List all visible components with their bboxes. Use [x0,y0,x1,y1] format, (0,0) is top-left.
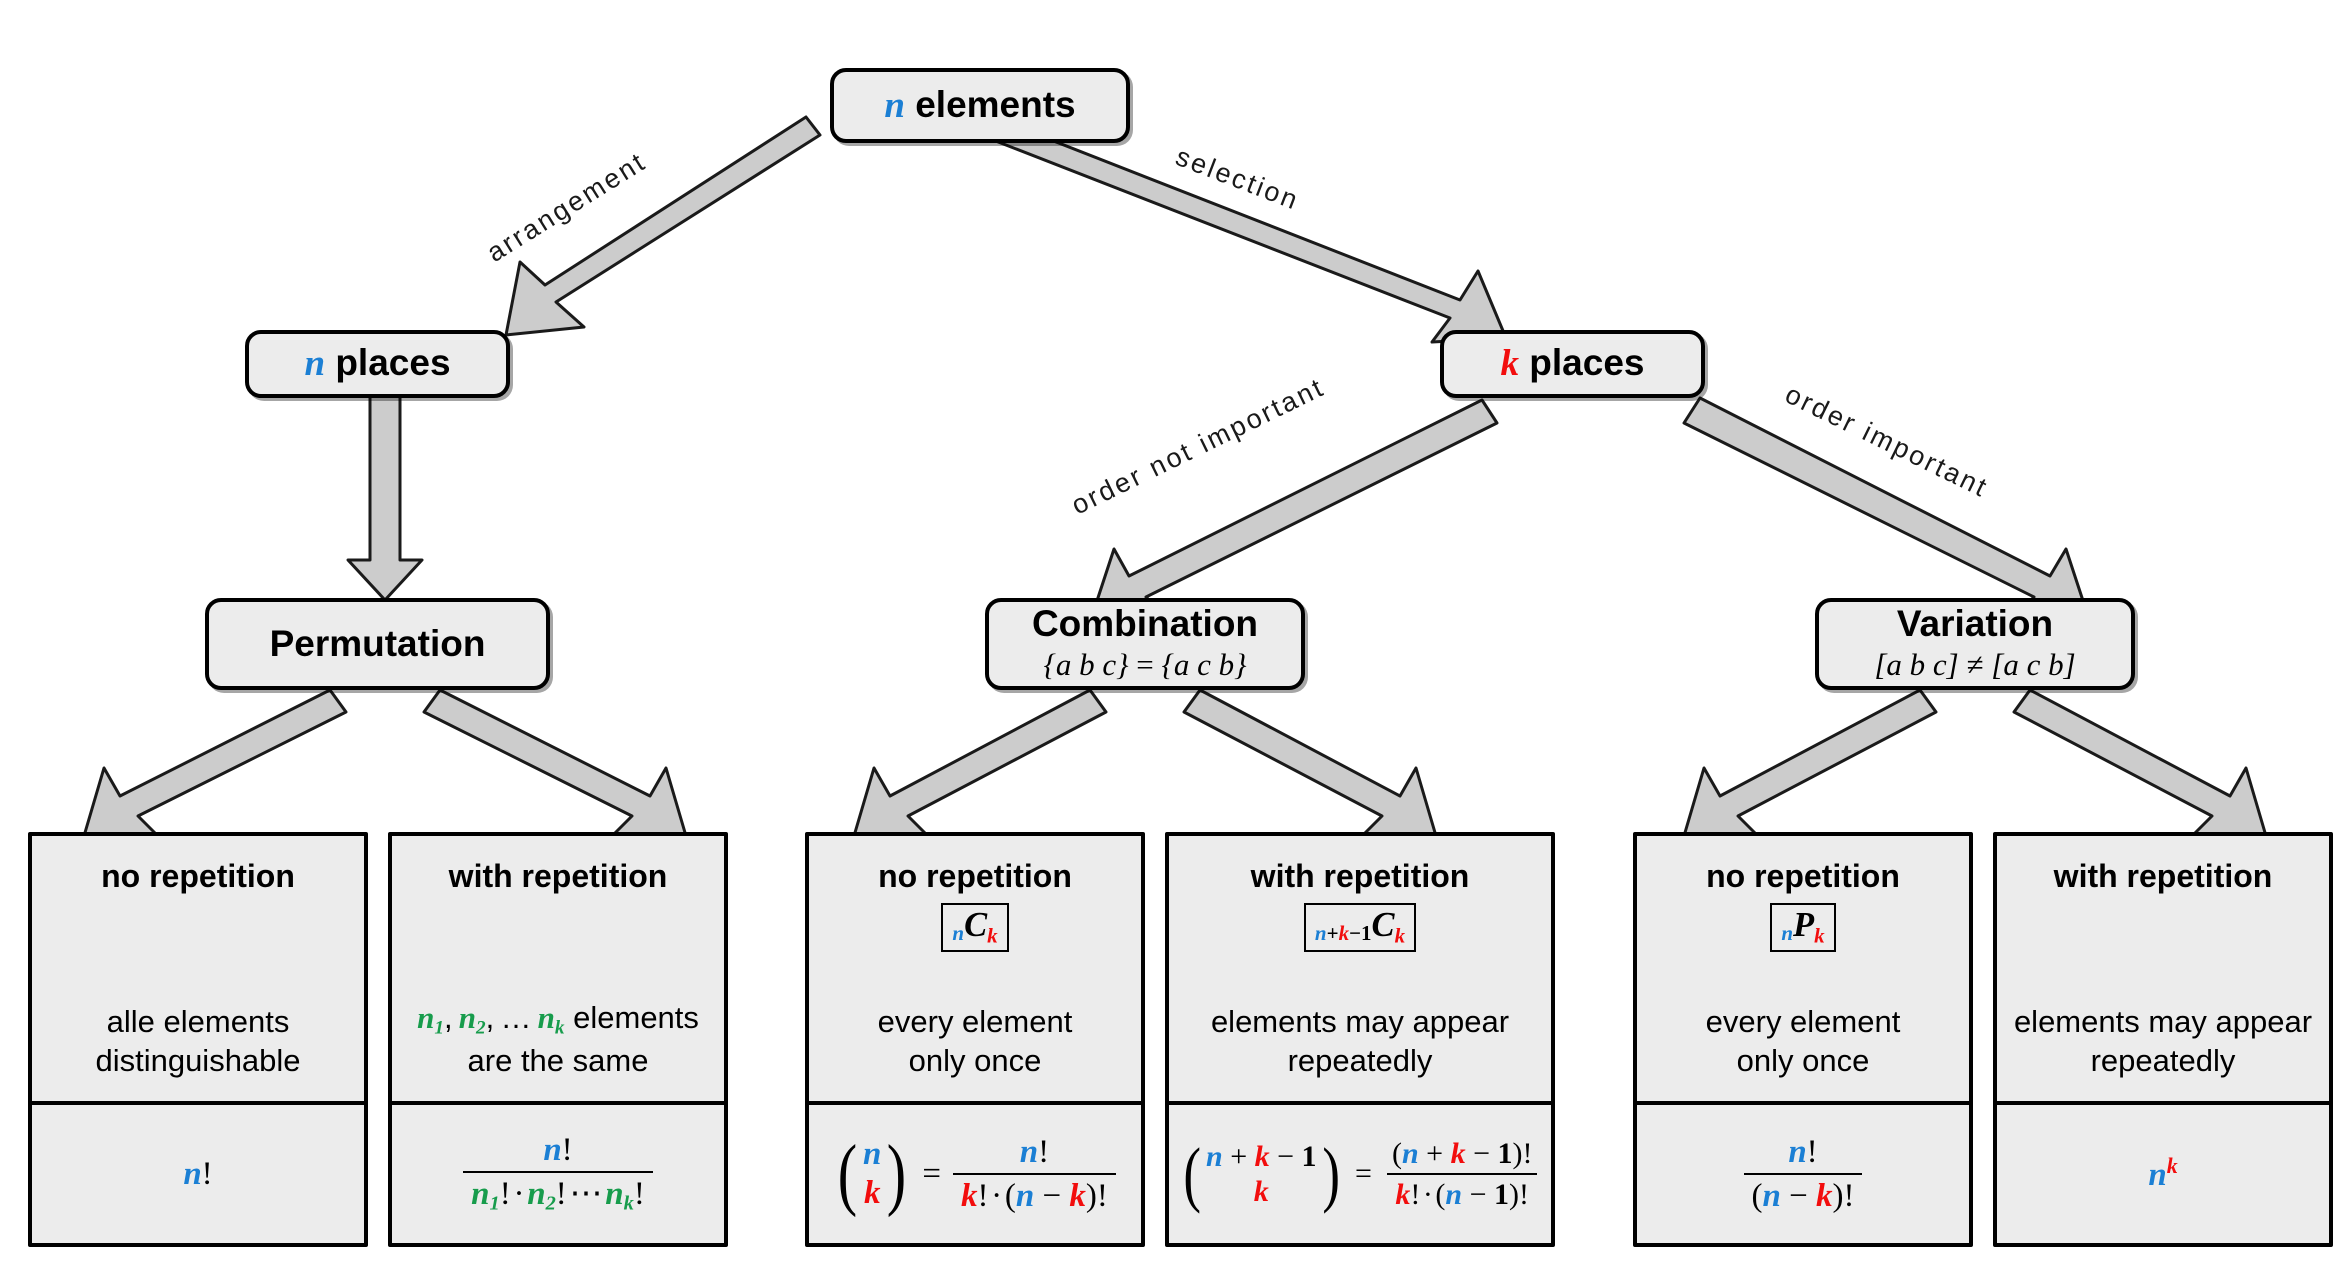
card-description: n1, n2, … nk elements are the same [392,998,724,1081]
node-k-places-text: places [1529,342,1645,384]
card-permutation-no-repetition[interactable]: no repetition alle elements distinguisha… [28,832,368,1247]
node-n-elements[interactable]: n elements [830,68,1130,143]
arrow-n-places-down [346,394,424,602]
card-desc-line1: every element [877,1003,1073,1039]
card-upper: with repetition elements may appear repe… [1997,836,2329,1101]
math-k: k [1500,343,1520,385]
card-desc-line1: every element [1705,1003,1901,1039]
node-variation-subtitle: [a b c] ≠ [a c b] [1874,647,2076,683]
card-desc-line2: distinguishable [95,1043,301,1079]
node-n-places-text: places [335,342,451,384]
node-permutation-title: Permutation [269,622,486,664]
math-n: n [884,84,905,126]
node-combination-title: Combination [1031,602,1259,644]
card-permutation-with-repetition[interactable]: with repetition n1, n2, … nk elements ar… [388,832,728,1247]
card-head: with repetition [448,858,668,894]
card-upper: no repetition alle elements distinguisha… [32,836,364,1101]
node-n-places[interactable]: n places [245,330,510,398]
card-head: with repetition [1250,858,1470,894]
node-k-places-title: k places [1500,342,1645,385]
card-formula: n! [32,1101,364,1243]
edge-label-order-important: order important [1780,378,1994,504]
edge-label-selection: selection [1171,141,1304,216]
arrow-comb-right [1182,688,1438,838]
card-formula: nk [1997,1101,2329,1243]
node-combination[interactable]: Combination {a b c} = {a c b} [985,598,1305,690]
card-desc-line2: repeatedly [2090,1043,2236,1079]
card-desc-line1: elements may appear [2013,1003,2313,1039]
card-variation-no-repetition[interactable]: no repetition nPk every element only onc… [1633,832,1973,1247]
card-head: no repetition [1706,858,1900,894]
card-formula: n! (n − k)! [1637,1101,1969,1243]
arrow-var-left [1682,688,1938,838]
node-n-elements-text: elements [915,83,1076,125]
card-description: every element only once [809,1002,1141,1081]
card-desc-line1: elements may appear [1210,1003,1510,1039]
card-desc-line2: are the same [467,1043,649,1079]
arrow-perm-left [82,688,348,838]
card-formula: n! n1! · n2! ⋯ nk! [392,1101,724,1243]
card-desc-line2: repeatedly [1287,1043,1433,1079]
edge-label-arrangement: arrangement [481,146,652,268]
node-permutation[interactable]: Permutation [205,598,550,690]
card-upper: with repetition n1, n2, … nk elements ar… [392,836,724,1101]
card-description: alle elements distinguishable [32,1002,364,1081]
card-description: every element only once [1637,1002,1969,1081]
card-upper: with repetition n+k−1Ck elements may app… [1169,836,1551,1101]
card-symbol-nCk: nCk [941,903,1009,953]
card-desc-line2: only once [908,1043,1042,1079]
node-combination-subtitle: {a b c} = {a c b} [1043,647,1247,683]
card-symbol-npkm1Ck: n+k−1Ck [1303,903,1417,953]
card-head: no repetition [101,858,295,894]
card-description: elements may appear repeatedly [1997,1002,2329,1081]
arrow-selection [986,118,1508,344]
arrow-order-not-important [1090,398,1499,620]
card-combination-with-repetition[interactable]: with repetition n+k−1Ck elements may app… [1165,832,1555,1247]
node-n-places-title: n places [304,342,451,385]
card-desc-line1: n1, n2, … nk elements [417,1000,699,1039]
node-variation-title: Variation [1896,602,2054,644]
arrow-perm-right [422,688,688,838]
card-upper: no repetition nPk every element only onc… [1637,836,1969,1101]
card-desc-line1: alle elements [106,1003,290,1039]
arrow-var-right [2012,688,2268,838]
edge-label-order-not-important: order not important [1066,371,1330,521]
node-variation[interactable]: Variation [a b c] ≠ [a c b] [1815,598,2135,690]
card-combination-no-repetition[interactable]: no repetition nCk every element only onc… [805,832,1145,1247]
math-n: n [304,343,326,385]
card-desc-line2: only once [1736,1043,1870,1079]
node-k-places[interactable]: k places [1440,330,1705,398]
card-formula: ( n + k − 1 k ) = (n + k − 1)! k! · (n −… [1169,1101,1551,1243]
card-upper: no repetition nCk every element only onc… [809,836,1141,1101]
card-head: no repetition [878,858,1072,894]
card-head: with repetition [2053,858,2273,894]
arrow-comb-left [852,688,1108,838]
card-symbol-nPk: nPk [1770,903,1836,953]
card-variation-with-repetition[interactable]: with repetition elements may appear repe… [1993,832,2333,1247]
node-n-elements-title: n elements [884,83,1076,126]
card-description: elements may appear repeatedly [1169,1002,1551,1081]
